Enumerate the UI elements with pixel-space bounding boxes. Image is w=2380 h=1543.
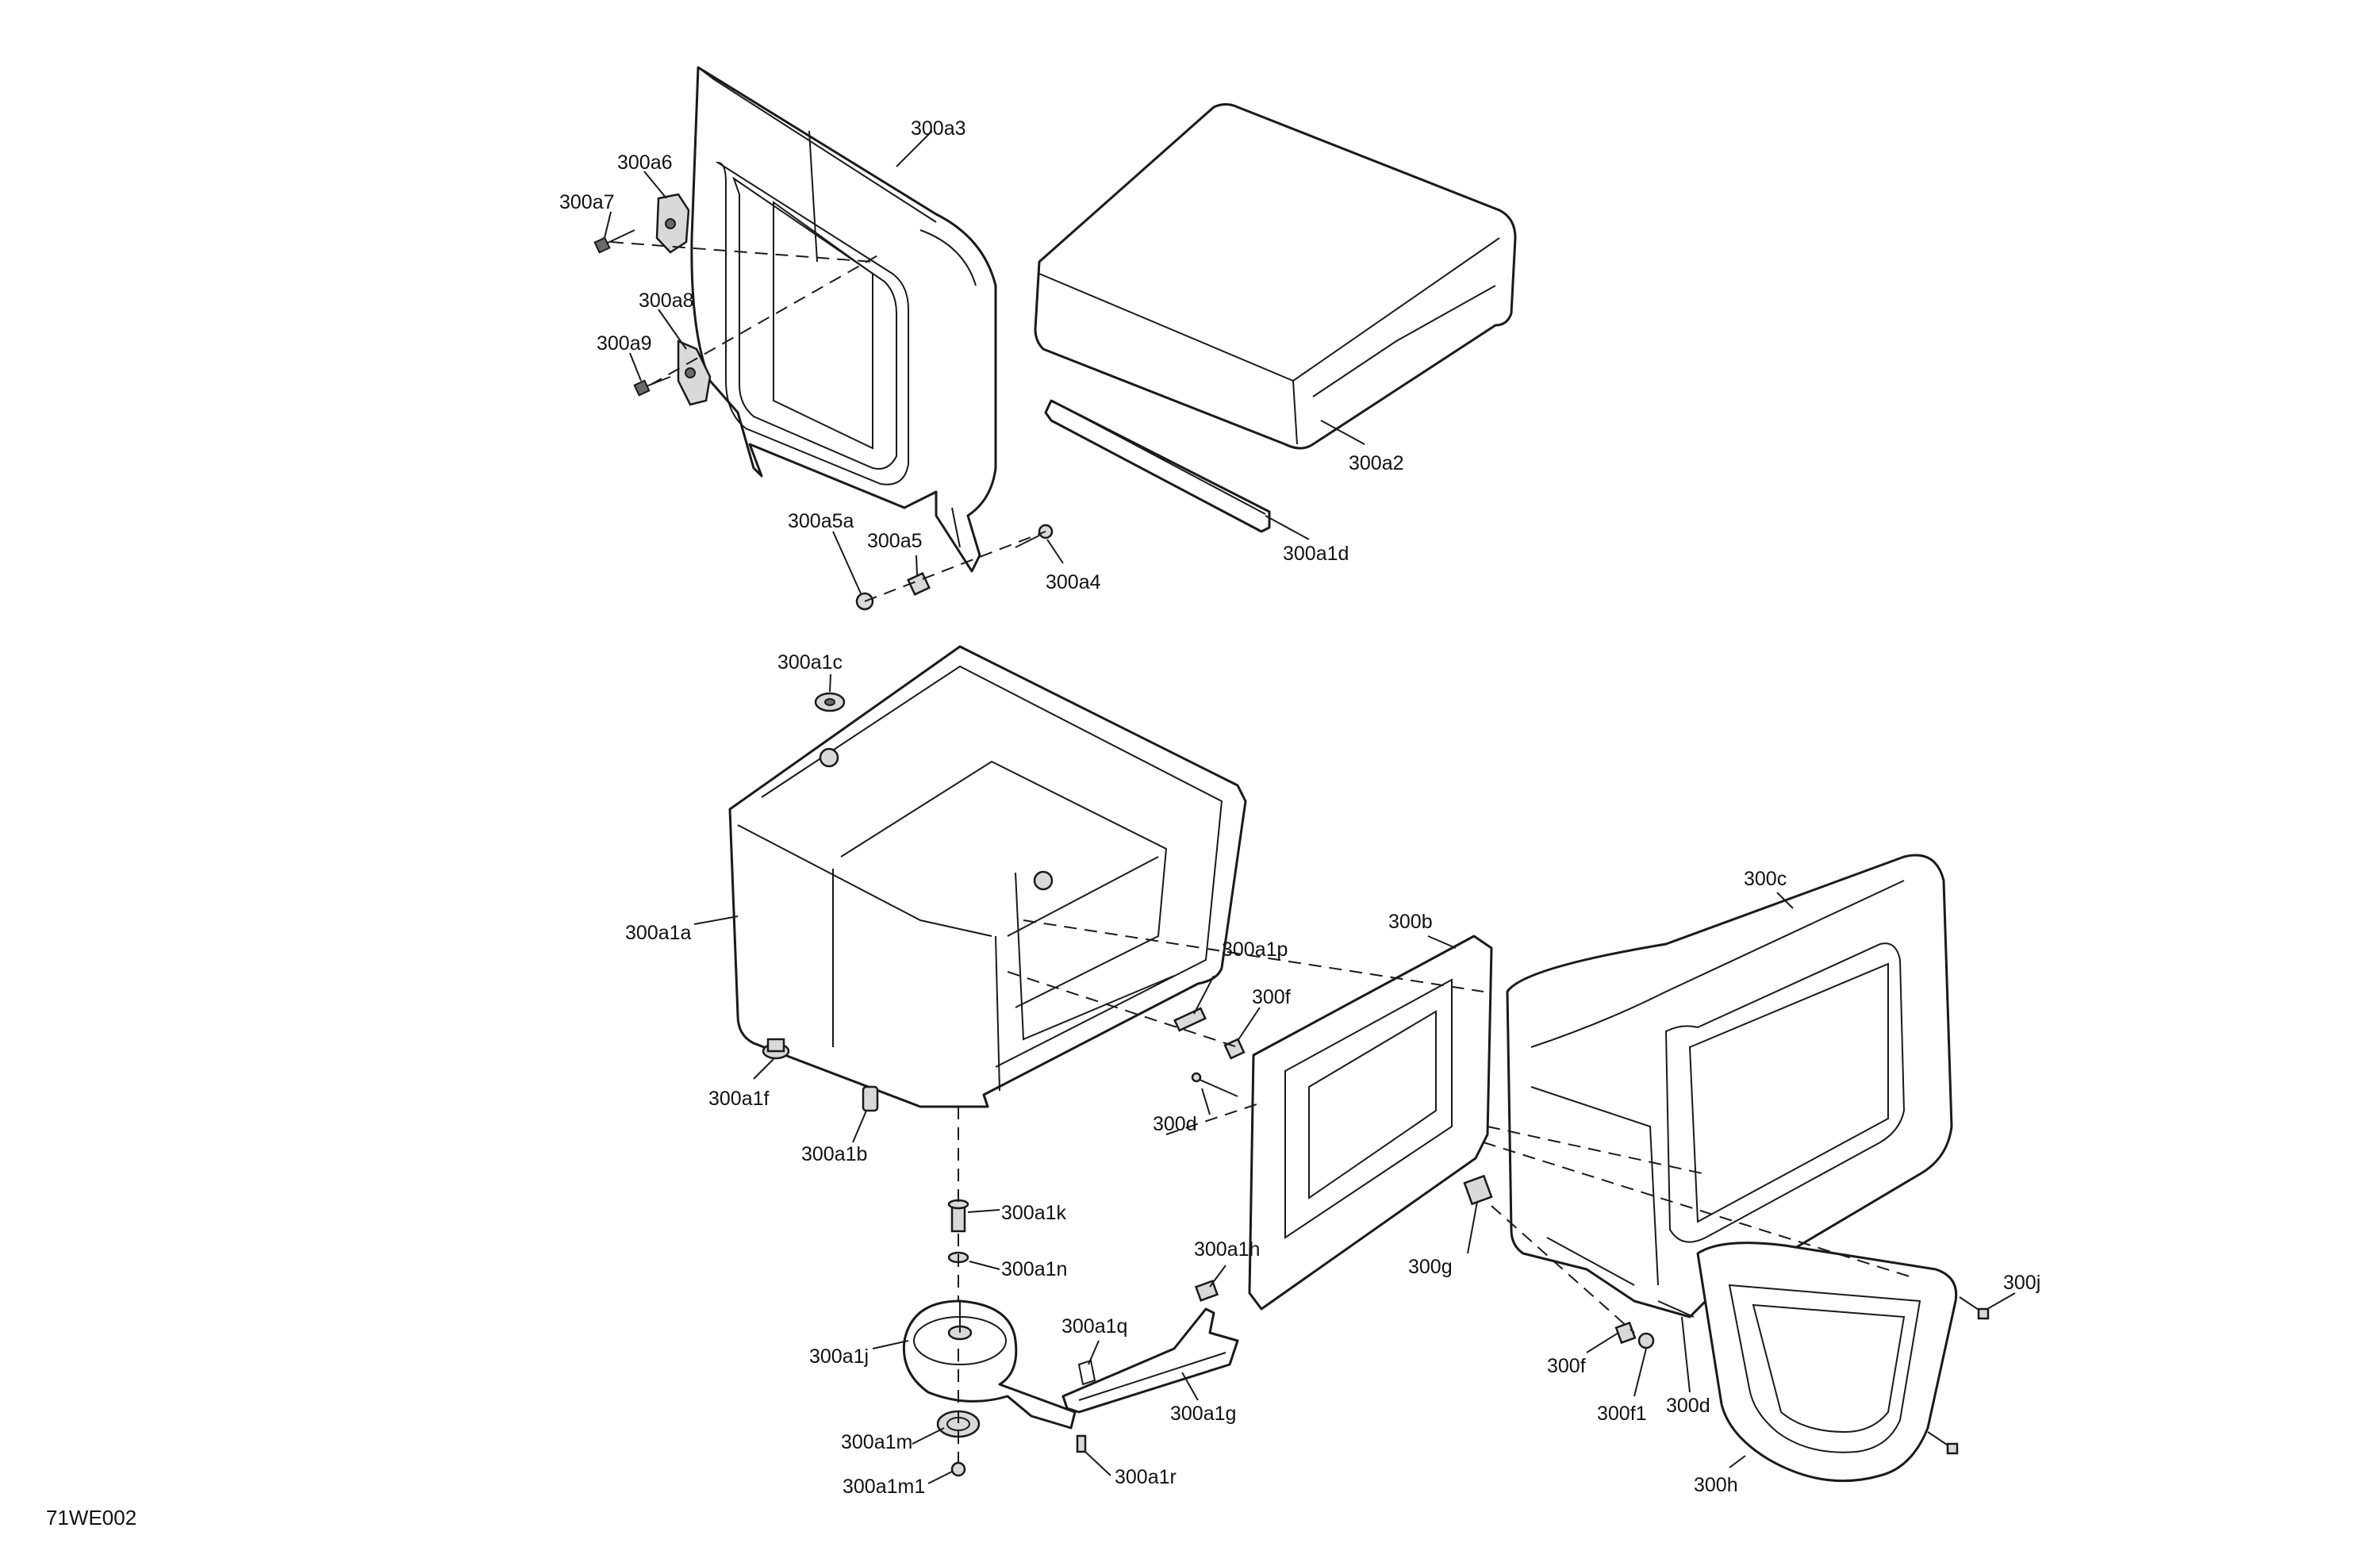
label-300g: 300g (1408, 1256, 1453, 1278)
label-300c: 300c (1744, 868, 1787, 890)
swivel-plate-part-300a1j (902, 1299, 1077, 1430)
seat-cushion-part-300a2 (1034, 103, 1517, 450)
label-300a4: 300a4 (1046, 571, 1101, 593)
clip-part-300g (1463, 1174, 1493, 1206)
label-300d-right: 300d (1666, 1395, 1710, 1417)
screw-part-300d-right (1657, 1300, 1695, 1318)
nut-part-300f-lower (1614, 1321, 1637, 1345)
label-300a1g: 300a1g (1170, 1403, 1236, 1425)
clip-part-300a1h (1194, 1280, 1219, 1302)
label-300a8: 300a8 (639, 290, 694, 312)
bolt-part-300a1k (947, 1199, 969, 1233)
label-300a5: 300a5 (867, 530, 923, 552)
base-box-part-300a1a (728, 645, 1247, 1108)
label-300f-upper: 300f (1252, 986, 1291, 1008)
insert-part-300a1b (862, 1085, 879, 1112)
hinge-part-300a8 (677, 340, 712, 406)
label-300a1b: 300a1b (801, 1143, 867, 1165)
rail-part-300a1d (1044, 399, 1271, 533)
foot-part-300a1f (762, 1038, 790, 1060)
label-300a7: 300a7 (559, 191, 615, 213)
hinge-part-300a6 (655, 193, 690, 254)
nut-part-300f-upper (1223, 1038, 1246, 1060)
label-300a1h: 300a1h (1194, 1238, 1260, 1261)
screw-part-300a7 (593, 229, 635, 254)
label-300d-left: 300d (1153, 1113, 1197, 1135)
label-300a1d: 300a1d (1283, 543, 1349, 565)
screw-part-300a1r (1076, 1434, 1087, 1453)
label-300a2: 300a2 (1349, 452, 1404, 474)
label-300a6: 300a6 (617, 152, 673, 174)
label-300h: 300h (1694, 1474, 1738, 1496)
label-300b: 300b (1388, 911, 1433, 933)
label-300a1j: 300a1j (809, 1345, 869, 1368)
screw-part-300a9 (633, 376, 671, 397)
label-300a1m1: 300a1m1 (843, 1476, 925, 1498)
clip-part-300a1p (1173, 1007, 1207, 1032)
cover-part-300h (1696, 1242, 1958, 1483)
label-300a1f: 300a1f (708, 1088, 770, 1110)
label-300f-lower: 300f (1547, 1355, 1586, 1377)
nut-part-300f1 (1637, 1332, 1655, 1349)
label-300a3: 300a3 (911, 117, 966, 140)
side-panel-part-300b (1248, 935, 1493, 1311)
bolt-part-300a4 (1015, 524, 1054, 548)
screw-part-300d-left (1191, 1072, 1238, 1097)
label-300a1m: 300a1m (841, 1431, 912, 1453)
label-300a1a: 300a1a (625, 922, 692, 944)
label-300j: 300j (2003, 1272, 2040, 1294)
washer-part-300a1c (814, 692, 846, 712)
nut-part-300a1m1 (950, 1461, 966, 1477)
label-300a9: 300a9 (597, 332, 652, 355)
leader-lines (604, 130, 2016, 1484)
label-300a5a: 300a5a (788, 510, 854, 532)
spring-part-300a1q (1077, 1359, 1096, 1386)
screw-part-300j (1927, 1296, 1990, 1455)
label-300a1q: 300a1q (1061, 1315, 1127, 1338)
diagram-code: 71WE002 (46, 1506, 136, 1530)
side-cover-part-300c (1506, 854, 1953, 1318)
label-300a1p: 300a1p (1222, 938, 1288, 961)
label-300a1r: 300a1r (1115, 1466, 1177, 1488)
lever-part-300a1g (1061, 1307, 1239, 1414)
assembly-lines (610, 241, 1913, 1464)
label-300a1c: 300a1c (777, 651, 843, 674)
label-300f1: 300f1 (1597, 1403, 1647, 1425)
label-300a1n: 300a1n (1001, 1258, 1067, 1280)
backrest-part-300a3 (690, 66, 997, 573)
part-labels: 300a3 300a6 300a7 300a8 300a9 300a2 300a… (46, 117, 2040, 1530)
label-300a1k: 300a1k (1001, 1202, 1067, 1224)
